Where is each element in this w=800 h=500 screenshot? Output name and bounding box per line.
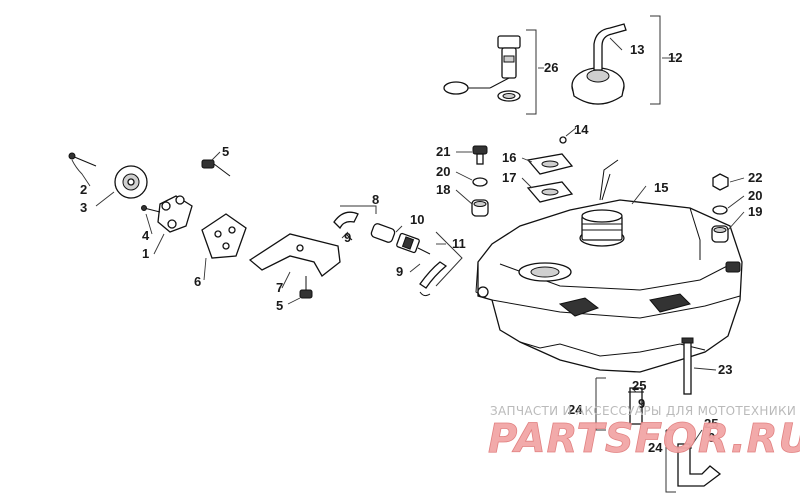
filler-cap-assembly <box>571 23 627 105</box>
callout-19: 19 <box>748 204 762 219</box>
callout-21: 21 <box>436 144 450 159</box>
fuel-valve-assembly <box>68 152 247 259</box>
callout-15: 15 <box>654 180 668 195</box>
watermark-caption: ЗАПЧАСТИ И АКСЕССУАРЫ ДЛЯ МОТОТЕХНИКИ <box>490 404 796 418</box>
group-bracket-12 <box>650 15 661 105</box>
watermark-logo: PARTSFOR.RU <box>488 416 800 462</box>
nut-washer-grommet-right <box>711 173 729 243</box>
group-bracket-11 <box>435 231 463 287</box>
fuel-sender-assembly <box>443 35 521 102</box>
drain-hose-assembly <box>628 387 722 487</box>
callout-14: 14 <box>574 122 589 137</box>
group-bracket-26 <box>526 29 537 115</box>
callout-6: 6 <box>194 274 201 289</box>
group-bracket-24b <box>665 429 676 493</box>
callout-7: 7 <box>276 280 283 295</box>
callout-24b: 24 <box>648 440 663 455</box>
callout-9a: 9 <box>344 230 351 245</box>
callout-4: 4 <box>142 228 150 243</box>
watermark: ЗАПЧАСТИ И АКСЕССУАРЫ ДЛЯ МОТОТЕХНИКИ PA… <box>488 404 800 462</box>
callout-18: 18 <box>436 182 450 197</box>
callout-13: 13 <box>630 42 644 57</box>
callout-5a: 5 <box>222 144 229 159</box>
callout-12: 12 <box>668 50 682 65</box>
callout-1: 1 <box>142 246 149 261</box>
callout-8: 8 <box>372 192 379 207</box>
fuel-tank <box>475 159 743 373</box>
callout-16: 16 <box>502 150 516 165</box>
long-bolt <box>681 337 694 395</box>
callout-20a: 20 <box>436 164 450 179</box>
callout-10: 10 <box>410 212 424 227</box>
callout-2: 2 <box>80 182 87 197</box>
callout-11: 11 <box>452 236 466 251</box>
callout-9d: 9 <box>708 430 715 445</box>
group-bracket-24a <box>595 377 606 431</box>
callout-23: 23 <box>718 362 732 377</box>
bolt-washer-grommet-left <box>471 145 489 217</box>
leader-lines <box>71 37 745 449</box>
callout-25b: 25 <box>704 416 718 431</box>
callout-17: 17 <box>502 170 516 185</box>
callout-20b: 20 <box>748 188 762 203</box>
gasket-plate <box>526 136 574 203</box>
callout-labels: 13 12 26 14 16 17 15 21 20 18 22 20 19 2… <box>80 42 762 455</box>
mounting-bracket <box>248 233 341 299</box>
callout-3: 3 <box>80 200 87 215</box>
callout-22: 22 <box>748 170 762 185</box>
group-bracket-8 <box>340 205 377 214</box>
callout-9b: 9 <box>396 264 403 279</box>
callout-9c: 9 <box>638 396 645 411</box>
fuel-filter-hoses <box>333 211 448 297</box>
callout-24a: 24 <box>568 402 583 417</box>
callout-26: 26 <box>544 60 558 75</box>
callout-25a: 25 <box>632 378 646 393</box>
callout-5b: 5 <box>276 298 283 313</box>
